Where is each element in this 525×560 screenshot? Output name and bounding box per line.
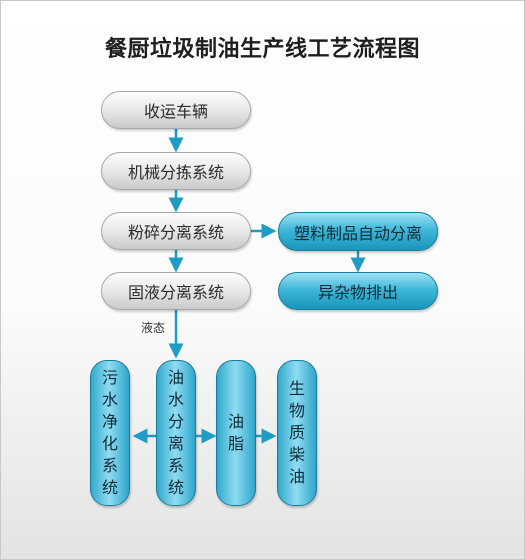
step-solid-liquid: 固液分离系统 [101, 272, 251, 310]
step-oil-water-separation: 油水分离系统 [156, 360, 196, 506]
step-grease-label: 油脂 [227, 412, 244, 453]
label-liquid: 液态 [141, 321, 166, 335]
step-impurity-discharge: 异杂物排出 [278, 272, 438, 310]
step-oil-water-label: 油水分离系统 [167, 368, 184, 497]
step-grease: 油脂 [216, 360, 256, 506]
step-sewage-treatment: 污水净化系统 [90, 360, 130, 506]
step-biodiesel-label: 生物质柴油 [288, 379, 305, 486]
step-sorting: 机械分拣系统 [101, 152, 251, 190]
step-transport: 收运车辆 [101, 91, 251, 129]
step-plastic-sorting: 塑料制品自动分离 [278, 212, 438, 251]
step-crushing: 粉碎分离系统 [101, 212, 251, 250]
step-biodiesel: 生物质柴油 [277, 360, 317, 506]
diagram-title: 餐厨垃圾制油生产线工艺流程图 [104, 37, 420, 62]
step-sewage-label: 污水净化系统 [101, 368, 118, 497]
